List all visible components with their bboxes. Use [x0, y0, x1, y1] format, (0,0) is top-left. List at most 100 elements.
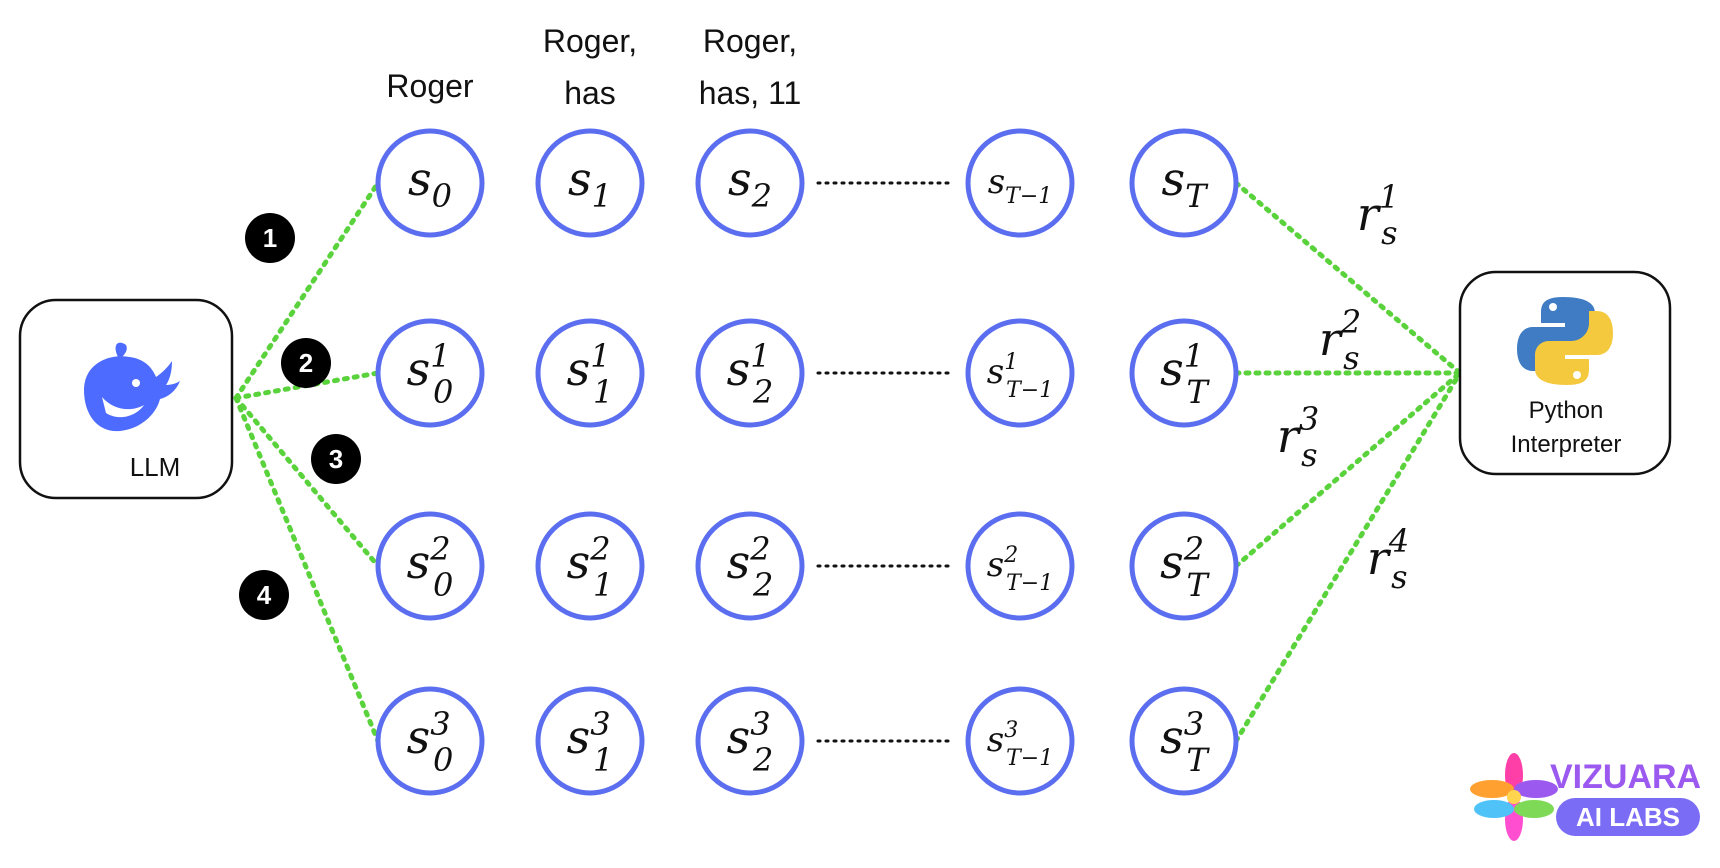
column-header-1-line-1: has — [564, 75, 616, 111]
reward-base: r — [1319, 312, 1344, 366]
reward-base: r — [1277, 409, 1302, 463]
state-superscript: 3 — [1004, 718, 1018, 743]
reward-subscript: s — [1391, 558, 1407, 596]
state-node: s0 — [375, 128, 485, 238]
state-subscript: 1 — [593, 741, 613, 779]
state-superscript: 1 — [1004, 350, 1018, 375]
reward-superscript: 1 — [1379, 178, 1399, 216]
badge-circle — [245, 213, 295, 263]
reward-base: r — [1357, 187, 1382, 241]
state-subscript: 1 — [593, 566, 613, 604]
ellipsis-layer — [816, 181, 954, 743]
badge-circle — [281, 338, 331, 388]
state-superscript: 2 — [589, 530, 610, 568]
state-base: s — [567, 535, 591, 589]
state-node-circle — [695, 686, 805, 796]
edge-row-3-to-interpreter — [1233, 370, 1463, 569]
state-label: s1 — [568, 152, 612, 215]
edge-row-1-to-interpreter — [1233, 180, 1463, 376]
state-node-circle — [375, 318, 485, 428]
reward-superscript: 2 — [1340, 303, 1361, 341]
state-base: s — [568, 152, 592, 206]
edge-llm-to-row-4 — [233, 395, 381, 744]
state-node-circle — [1129, 511, 1239, 621]
state-subscript: 1 — [592, 177, 612, 215]
ai-labs-pill — [1556, 798, 1700, 836]
state-node-circle — [695, 128, 805, 238]
state-base: s — [728, 152, 752, 206]
interpreter-label-line1: Python — [1529, 397, 1604, 424]
state-node-circle — [535, 318, 645, 428]
state-node-circle — [1129, 318, 1239, 428]
state-base: s — [567, 710, 591, 764]
state-subscript: T−1 — [1006, 746, 1053, 771]
state-node: s1 — [535, 128, 645, 238]
state-superscript: 1 — [430, 337, 450, 375]
state-base: s — [987, 352, 1004, 392]
state-subscript: T−1 — [1006, 378, 1053, 403]
badge-number: 1 — [263, 223, 277, 253]
state-label: sT — [1162, 152, 1210, 215]
state-base: s — [408, 152, 432, 206]
state-superscript: 3 — [590, 705, 610, 743]
python-logo-icon — [1517, 297, 1613, 385]
python-interpreter-box: Python Interpreter — [1458, 270, 1672, 476]
state-base: s — [1162, 152, 1186, 206]
sample-badge-3: 3 — [311, 434, 361, 484]
state-node: sT — [1129, 128, 1239, 238]
state-superscript: 3 — [750, 705, 770, 743]
vizuara-flower-icon — [1470, 753, 1558, 841]
reward-superscript: 3 — [1299, 400, 1319, 438]
deepseek-whale-icon — [84, 342, 180, 432]
column-header-1-line-0: Roger, — [543, 23, 637, 59]
state-subscript: T — [1185, 177, 1209, 215]
state-superscript: 1 — [590, 337, 610, 375]
state-label: sT−1 — [988, 162, 1053, 209]
reward-subscript: s — [1301, 436, 1317, 474]
state-node: sT−1 — [965, 128, 1075, 238]
state-subscript: 1 — [593, 373, 613, 411]
state-node-circle — [965, 511, 1075, 621]
state-superscript: 3 — [430, 705, 450, 743]
badge-number: 2 — [299, 348, 313, 378]
state-base: s — [1160, 710, 1184, 764]
state-base: s — [1160, 342, 1184, 396]
state-node-circle — [965, 128, 1075, 238]
state-subscript: T — [1187, 373, 1211, 411]
state-subscript: T — [1187, 741, 1211, 779]
state-base: s — [407, 710, 431, 764]
interpreter-label-line2: Interpreter — [1511, 431, 1622, 458]
state-superscript: 2 — [429, 530, 450, 568]
state-label: s0 — [408, 152, 452, 215]
state-base: s — [1160, 535, 1184, 589]
edge-llm-to-row-1 — [233, 180, 381, 401]
reward-subscript: s — [1343, 339, 1359, 377]
badge-circle — [239, 570, 289, 620]
state-base: s — [987, 545, 1004, 585]
llm-box: LLM — [18, 298, 234, 500]
